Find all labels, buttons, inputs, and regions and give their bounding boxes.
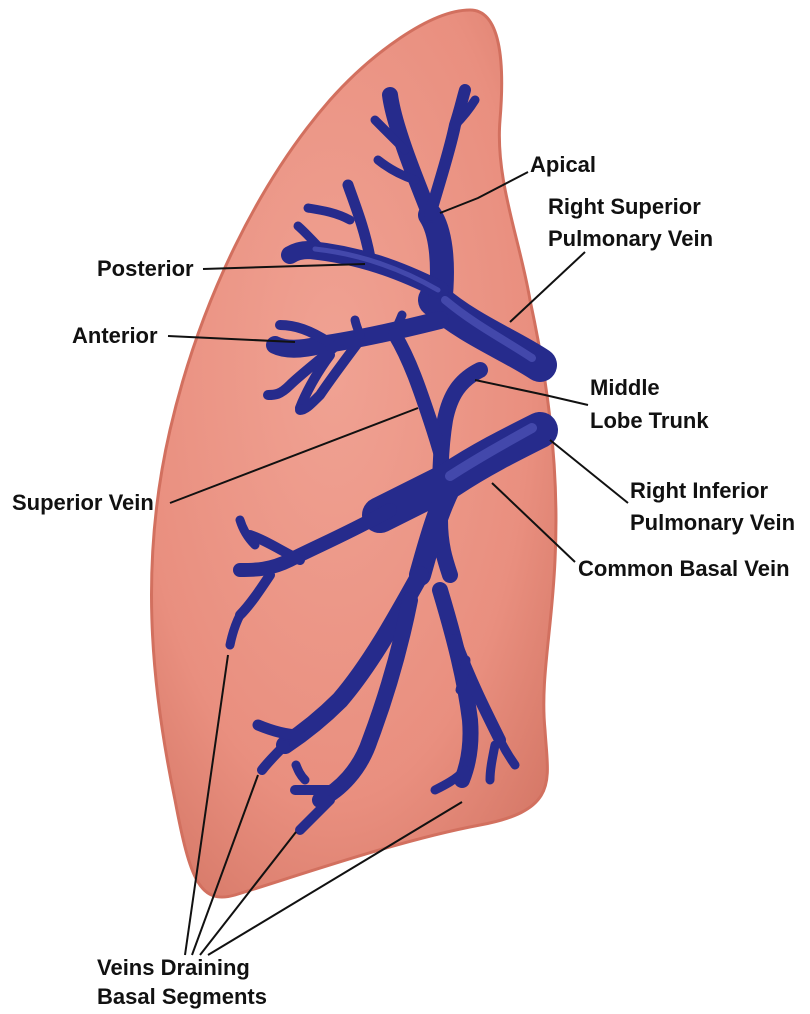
label-right-inferior-line2: Pulmonary Vein [630, 510, 795, 535]
label-apical: Apical [530, 152, 596, 177]
label-posterior: Posterior [97, 256, 194, 281]
label-middle-lobe-line2: Lobe Trunk [590, 408, 709, 433]
label-superior-vein: Superior Vein [12, 490, 154, 515]
leader-right-inferior [550, 440, 628, 503]
label-anterior: Anterior [72, 323, 158, 348]
label-right-inferior-line1: Right Inferior [630, 478, 769, 503]
label-right-superior-line2: Pulmonary Vein [548, 226, 713, 251]
label-basal-line2: Basal Segments [97, 984, 267, 1009]
label-right-superior-line1: Right Superior [548, 194, 701, 219]
label-middle-lobe-line1: Middle [590, 375, 660, 400]
label-basal-line1: Veins Draining [97, 955, 250, 980]
label-common-basal-vein: Common Basal Vein [578, 556, 790, 581]
